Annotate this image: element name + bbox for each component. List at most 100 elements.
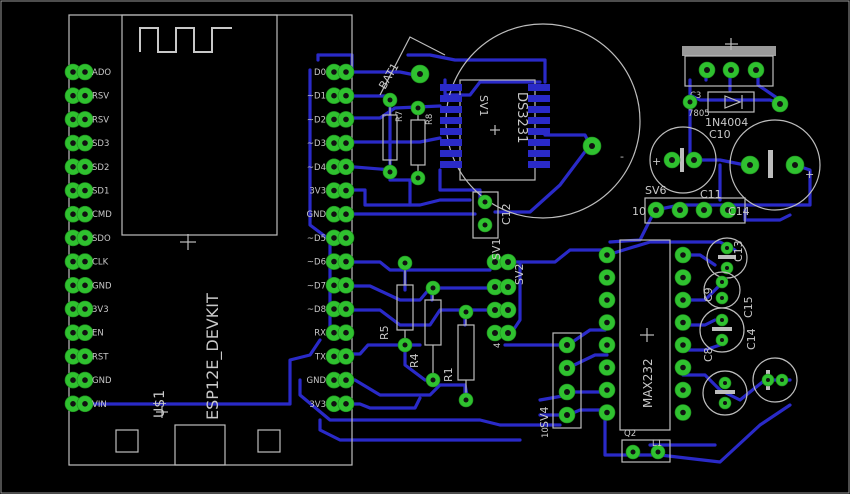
- left-pin-label: 3V3: [92, 305, 109, 315]
- ds-smd-pad: [528, 84, 550, 91]
- r5-label: R5: [378, 325, 391, 340]
- ds3231-chip: DS3231 SV1: [440, 79, 550, 181]
- c12-label: C12: [500, 203, 513, 225]
- ds-small-label: SV1: [477, 95, 490, 117]
- left-pin-label: SD1: [92, 187, 109, 197]
- num10-label: 10: [541, 427, 551, 438]
- left-pin-label: RSV: [92, 115, 109, 125]
- sv1-label: SV1: [490, 238, 503, 260]
- cap-c9: C9 C15: [702, 271, 755, 318]
- sv2-label: SV2: [513, 263, 526, 285]
- ds-smd-pad: [440, 84, 462, 91]
- module-name-label: U$1: [152, 390, 168, 418]
- l1-label: L1: [652, 439, 662, 449]
- ds-smd-pad: [528, 150, 550, 157]
- right-pin-label: ~D5: [307, 234, 326, 244]
- max232-label: MAX232: [641, 358, 655, 408]
- left-pin-label: SDO: [92, 234, 111, 244]
- ds-smd-pad: [440, 95, 462, 102]
- diode-1n4004: 1N4004: [682, 91, 789, 129]
- sv6-value-label: 10: [632, 205, 646, 218]
- reg-prefix-label: C3: [690, 91, 701, 101]
- right-pin-label: ~D1: [307, 92, 326, 102]
- resistor-r4: R4: [408, 280, 442, 388]
- ds-smd-pad: [440, 161, 462, 168]
- left-pin-label: RSV: [92, 92, 109, 102]
- right-pin-label: ~D3: [307, 139, 326, 149]
- ds-smd-pad: [528, 106, 550, 113]
- ds-smd-pad: [440, 128, 462, 135]
- max232-chip: MAX232: [598, 239, 692, 431]
- bat-label: BAT1: [376, 61, 401, 92]
- cap-c16: [702, 370, 748, 416]
- left-pin-label: ADO: [92, 68, 111, 78]
- right-pin-label: GND: [307, 376, 327, 386]
- ds-smd-pad: [528, 161, 550, 168]
- right-pin-label: GND: [307, 210, 327, 220]
- c10r-plus-label: +: [805, 168, 814, 181]
- sv4-label: SV4: [538, 406, 551, 428]
- battery-holder: BAT1 -: [376, 23, 641, 219]
- right-pin-label: 3V3: [309, 187, 326, 197]
- reg-code-label: 7805: [688, 109, 710, 119]
- connector-sv6: SV6 10 C11 C14: [632, 184, 750, 224]
- resistor-r8: R8: [410, 100, 435, 186]
- num4-label: 4: [493, 343, 503, 348]
- ds-smd-pad: [528, 117, 550, 124]
- ds-smd-pad: [528, 139, 550, 146]
- ds-smd-pad: [528, 128, 550, 135]
- sv6-label: SV6: [645, 184, 667, 197]
- left-pin-label: SD3: [92, 139, 109, 149]
- voltage-regulator: C3 7805: [682, 38, 776, 119]
- left-pin-label: SD2: [92, 163, 109, 173]
- resistor-r7: R7: [382, 92, 405, 180]
- c15-label: C15: [742, 296, 755, 318]
- ds-smd-pad: [440, 106, 462, 113]
- ds-smd-pad: [528, 95, 550, 102]
- connector-sv2: SV1 SV2 4: [486, 238, 526, 348]
- right-pin-label: ~D4: [307, 163, 326, 173]
- cap-c13: C13: [706, 237, 748, 279]
- right-pin-label: ~D8: [307, 305, 326, 315]
- left-pin-label: RST: [92, 352, 109, 362]
- q2-label: Q2: [624, 429, 636, 439]
- cap-c14-lower: [752, 357, 798, 403]
- c14-label: C14: [745, 328, 758, 350]
- cap-c10-right: +: [729, 119, 821, 211]
- ds-label: DS3231: [514, 92, 529, 143]
- bat-minus-label: -: [620, 150, 624, 163]
- r4-label: R4: [408, 353, 421, 368]
- left-pin-label: GND: [92, 376, 112, 386]
- q2-part: Q2 L1: [621, 429, 671, 463]
- left-pin-label: CMD: [92, 210, 112, 220]
- ds-smd-pad: [440, 139, 462, 146]
- resistor-r1: R1: [442, 304, 475, 408]
- diode-label: 1N4004: [705, 116, 748, 129]
- r7-label: R7: [395, 111, 405, 122]
- right-pin-label: 3V3: [309, 400, 326, 410]
- ds-smd-pad: [440, 117, 462, 124]
- r8-label: R8: [425, 114, 435, 125]
- resistor-r5: R5: [378, 255, 414, 353]
- r1-label: R1: [442, 367, 455, 382]
- module-value-label: ESP12E_DEVKIT: [203, 293, 223, 420]
- right-pin-label: ~D6: [307, 258, 326, 268]
- c11-label: C11: [700, 188, 722, 201]
- left-pin-row: ADORSVRSVSD3SD2SD1CMDSDOCLKGND3V3ENRSTGN…: [64, 63, 112, 413]
- cap-c8: C8 C14: [699, 307, 758, 362]
- left-pin-label: CLK: [92, 258, 109, 268]
- connector-sv4: SV4 10: [538, 332, 582, 438]
- c14-top-label: C14: [728, 205, 750, 218]
- c10-label: C10: [709, 128, 731, 141]
- right-pin-label: RX: [314, 329, 326, 339]
- right-pin-label: D0: [314, 68, 326, 78]
- c8-label: C8: [702, 347, 715, 362]
- right-pin-label: TX: [314, 352, 326, 362]
- left-pin-label: VIN: [92, 400, 107, 410]
- capacitor-c12: C12: [472, 191, 513, 239]
- c10-plus-label: +: [652, 155, 661, 168]
- right-pin-row: D0~D1~D2~D3~D43V3GND~D5~D6~D7~D8RXTXGND3…: [307, 63, 355, 413]
- c13-label: C13: [732, 240, 745, 262]
